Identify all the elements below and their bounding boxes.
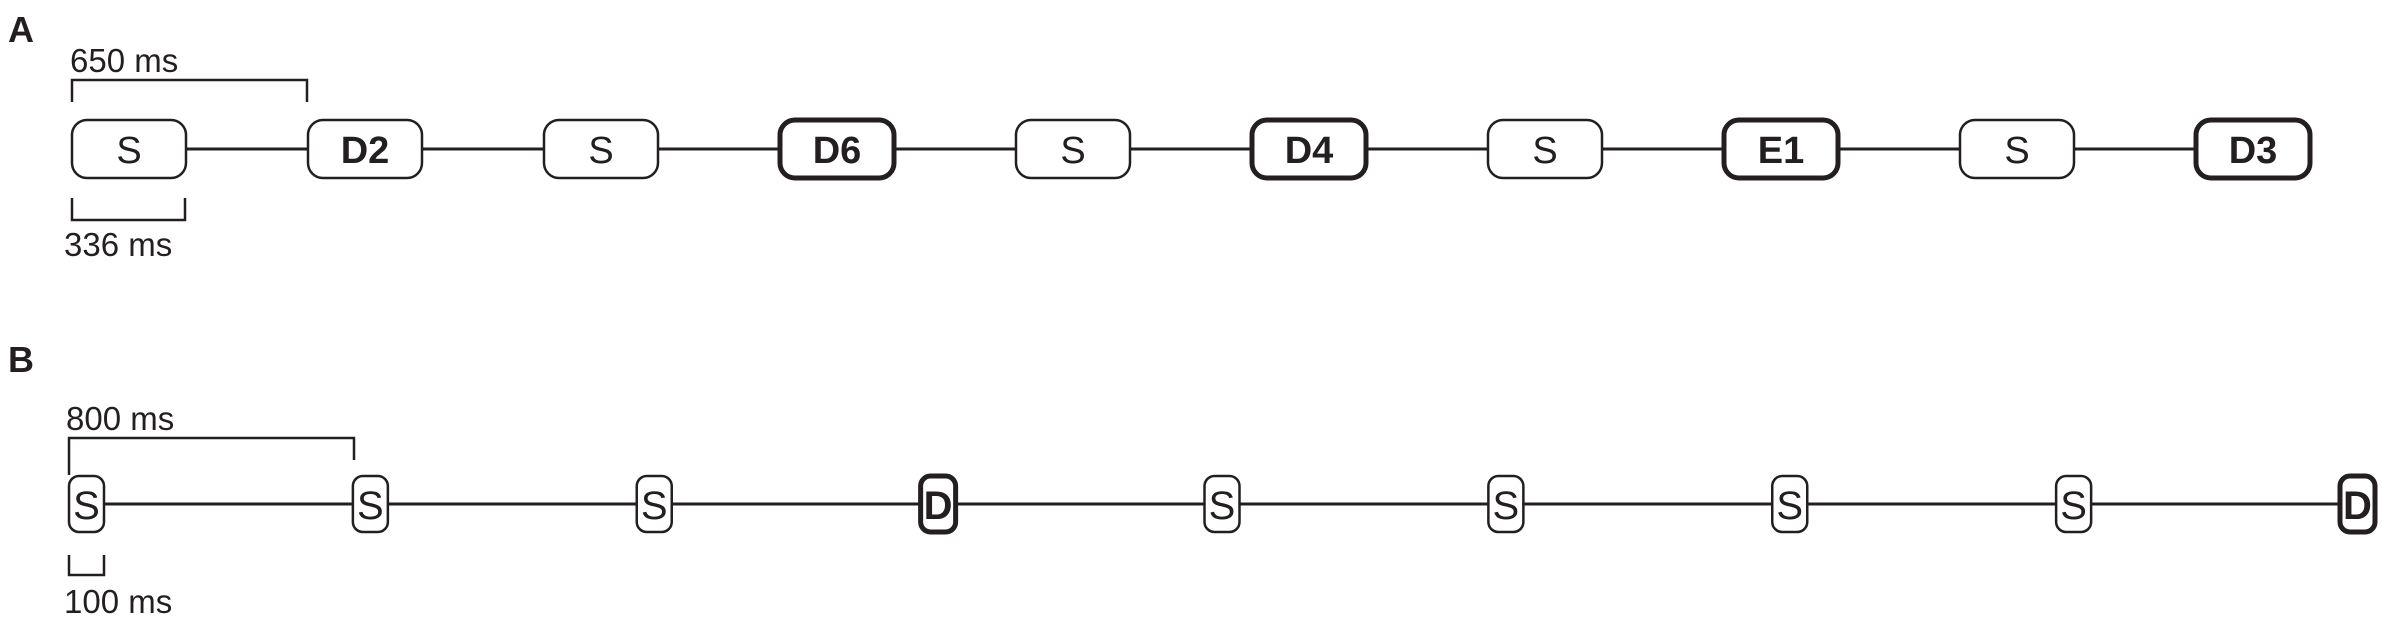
stimulus-label: D6 xyxy=(813,130,862,172)
panel-b-duration-label: 100 ms xyxy=(64,583,172,619)
stimulus-label: S xyxy=(1493,484,1520,528)
panel-a-timeline: S D2 S D6 S D4 S E1 S D3 xyxy=(70,117,2313,181)
panel-b-label: B xyxy=(8,339,34,380)
stimulus-label: D xyxy=(924,484,953,528)
deviant-stimulus-box xyxy=(918,473,959,535)
panel-a-soa-label: 650 ms xyxy=(70,42,178,79)
deviant-stimulus-box xyxy=(777,117,897,181)
deviant-stimulus-box xyxy=(1249,117,1369,181)
stimulus-label: S xyxy=(1209,484,1236,528)
stimulus-label: D3 xyxy=(2229,130,2278,172)
standard-stimulus-box xyxy=(542,118,660,180)
deviant-stimulus-box xyxy=(2337,473,2378,535)
panel-b-soa-label: 800 ms xyxy=(66,400,174,437)
standard-stimulus-box xyxy=(351,474,390,534)
stimulus-label: S xyxy=(1532,130,1557,172)
panel-a-label: A xyxy=(8,9,34,50)
standard-stimulus-box xyxy=(1203,474,1241,534)
standard-stimulus-box xyxy=(1958,118,2076,180)
deviant-stimulus-box xyxy=(1721,117,1841,181)
stimulus-label: S xyxy=(641,484,668,528)
panel-b-soa-bracket xyxy=(67,436,356,475)
panel-a: A S D2 S D6 S D4 S E1 S D3 650 ms 336 ms xyxy=(8,9,2313,263)
standard-stimulus-box xyxy=(635,474,673,534)
stimulus-label: S xyxy=(116,130,141,172)
panel-a-duration-bracket xyxy=(70,198,187,222)
standard-stimulus-box xyxy=(1771,474,1809,534)
standard-stimulus-box xyxy=(70,118,188,180)
stimulus-label: E1 xyxy=(1758,130,1804,172)
stimulus-label: S xyxy=(357,484,384,528)
stimulus-label: S xyxy=(1060,130,1085,172)
panel-a-duration-label: 336 ms xyxy=(64,226,172,263)
standard-stimulus-box xyxy=(2054,474,2093,534)
stimulus-label: S xyxy=(588,130,613,172)
panel-b-duration-bracket xyxy=(67,555,106,577)
deviant-stimulus-box xyxy=(306,118,424,180)
panel-b: B S S S D S S S S D 800 ms 100 ms xyxy=(8,339,2378,619)
stimulus-label: D xyxy=(2343,484,2372,528)
standard-stimulus-box xyxy=(1486,118,1604,180)
stimulus-label: S xyxy=(1776,484,1803,528)
standard-stimulus-box xyxy=(1487,474,1525,534)
stimulus-label: S xyxy=(2060,484,2087,528)
stimulus-label: D2 xyxy=(341,130,390,172)
panel-a-soa-bracket xyxy=(70,78,309,102)
standard-stimulus-box xyxy=(1014,118,1132,180)
stimulus-label: S xyxy=(73,484,100,528)
stimulus-label: S xyxy=(2004,130,2029,172)
deviant-stimulus-box xyxy=(2193,117,2313,181)
stimulus-label: D4 xyxy=(1285,130,1334,172)
standard-stimulus-box xyxy=(67,474,106,534)
